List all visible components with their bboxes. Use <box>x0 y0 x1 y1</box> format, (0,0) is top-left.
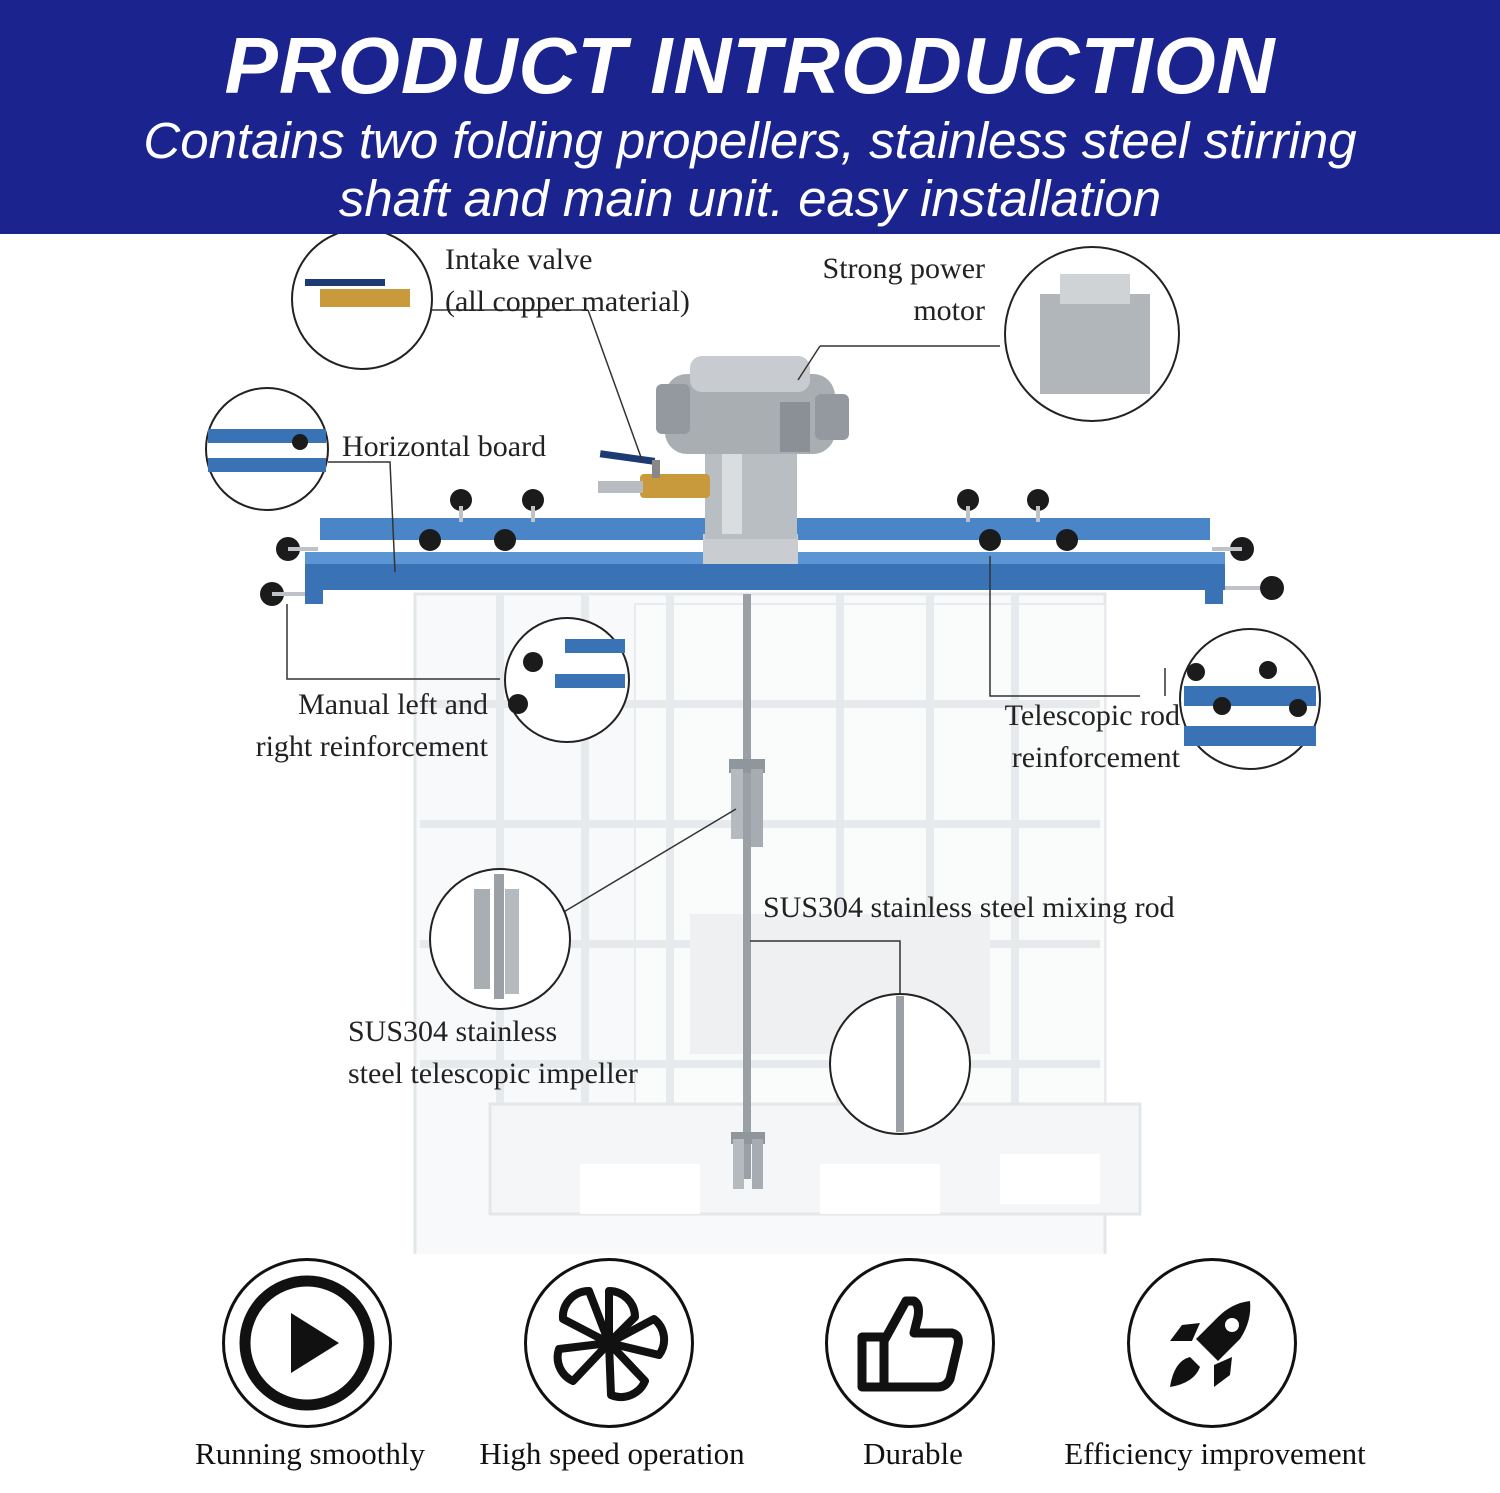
feature-high-speed: High speed operation <box>479 1258 745 1493</box>
rocket-icon <box>1127 1258 1297 1428</box>
feature-label: Efficiency improvement <box>1064 1436 1366 1471</box>
label-telescopic-rod: Telescopic rod reinforcement <box>1004 699 1180 774</box>
label-horizontal-board: Horizontal board <box>342 430 547 463</box>
feature-label: Running smoothly <box>195 1436 425 1471</box>
subtitle-line-1: Contains two folding propellers, stainle… <box>143 112 1357 169</box>
ibc-tank <box>413 592 1142 1254</box>
upper-impeller <box>729 759 765 847</box>
feature-label: High speed operation <box>479 1436 745 1471</box>
page-subtitle: Contains two folding propellers, stainle… <box>0 112 1500 228</box>
intake-valve <box>598 450 710 498</box>
play-icon <box>222 1258 392 1428</box>
horizontal-board-detail <box>205 387 329 511</box>
label-manual-reinforcement: Manual left and right reinforcement <box>255 688 488 763</box>
fan-icon <box>524 1258 694 1428</box>
feature-durable: Durable <box>798 1258 1028 1493</box>
thumbs-up-icon <box>825 1258 995 1428</box>
lower-impeller <box>731 1132 765 1189</box>
product-diagram: Intake valve (all copper material) Stron… <box>0 234 1500 1254</box>
header-banner: PRODUCT INTRODUCTION Contains two foldin… <box>0 0 1500 234</box>
blue-frame <box>305 518 1225 604</box>
feature-running-smoothly: Running smoothly <box>195 1258 425 1493</box>
label-mixing-rod: SUS304 stainless steel mixing rod <box>763 891 1175 924</box>
page-title: PRODUCT INTRODUCTION <box>224 21 1276 110</box>
feature-efficiency: Efficiency improvement <box>1064 1258 1366 1493</box>
diagram-illustration <box>205 234 1321 1254</box>
subtitle-line-2: shaft and main unit. easy installation <box>338 170 1162 227</box>
label-impeller: SUS304 stainless steel telescopic impell… <box>348 1015 638 1090</box>
motor-unit <box>656 356 849 539</box>
label-motor: Strong power motor <box>822 252 985 327</box>
feature-label: Durable <box>863 1436 963 1471</box>
label-intake-valve: Intake valve (all copper material) <box>445 243 690 318</box>
